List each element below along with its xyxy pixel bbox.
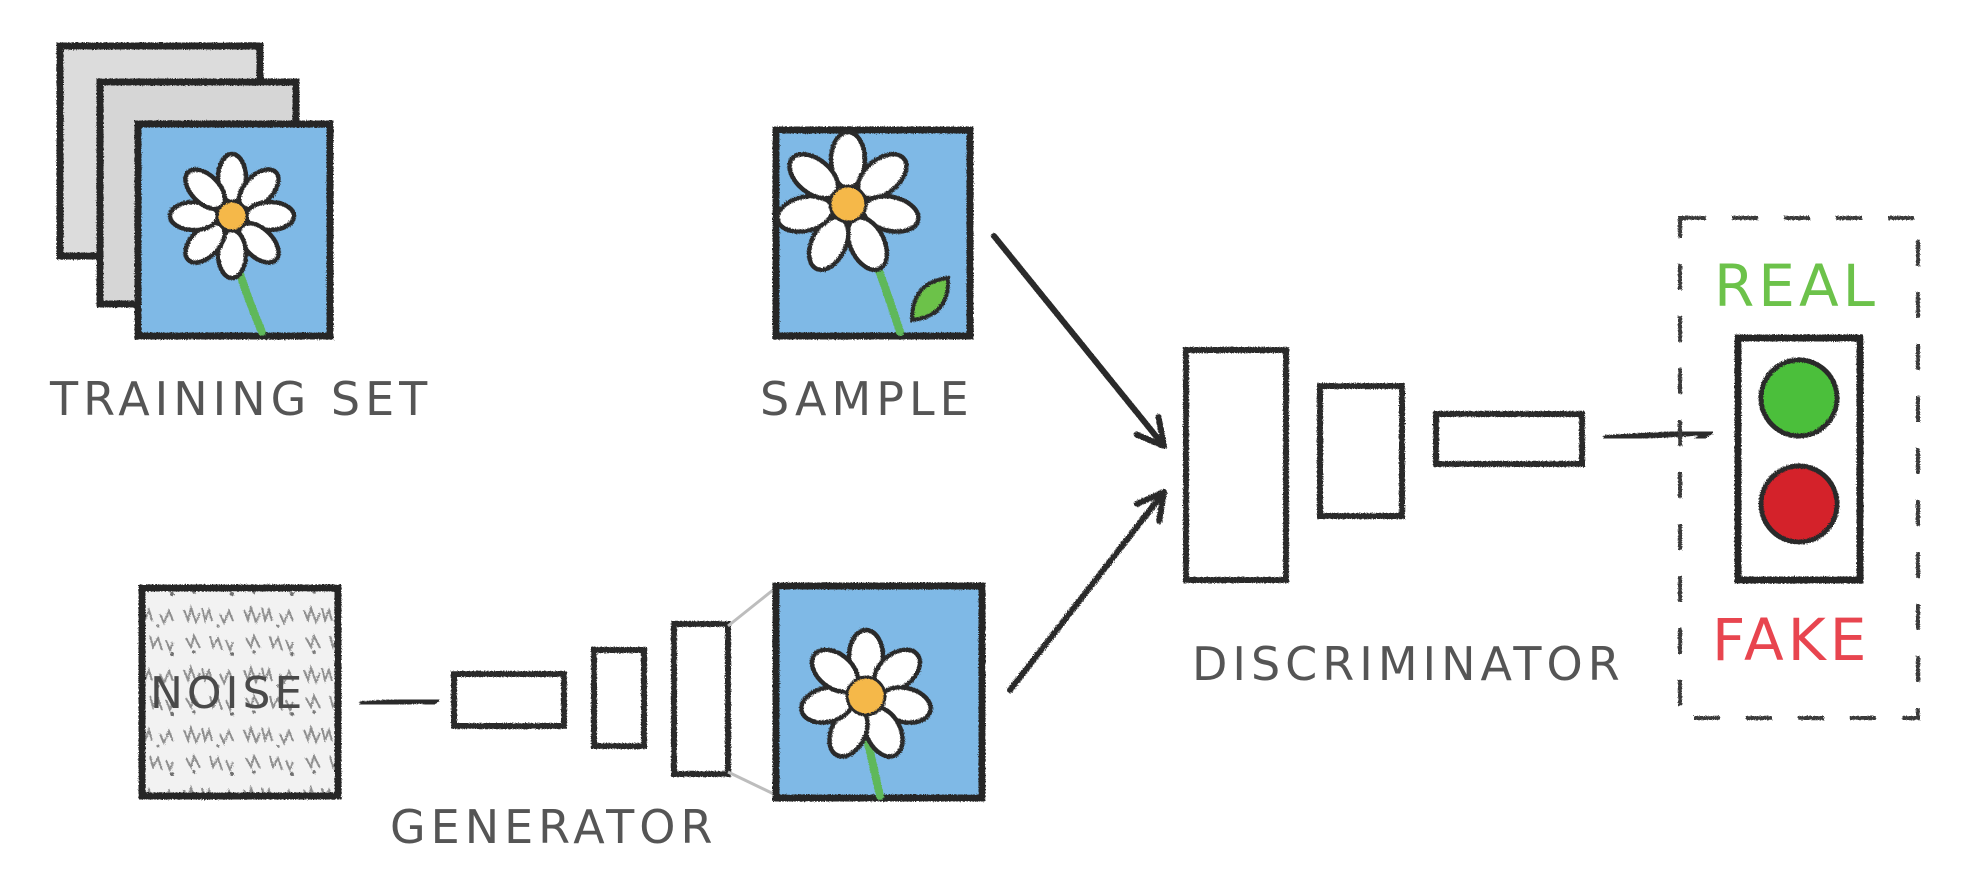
- sample-flower-icon: [775, 129, 921, 273]
- generator-layer-3: [671, 621, 731, 777]
- real-label: REAL: [1714, 252, 1879, 320]
- generated-image: [772, 582, 986, 802]
- generated-flower-icon: [799, 627, 933, 759]
- generator-network: [451, 621, 731, 777]
- green-light-icon: [1758, 357, 1840, 439]
- training-flower-image: [134, 120, 334, 340]
- generator-projection-lines: [727, 584, 779, 798]
- traffic-light: [1734, 334, 1864, 584]
- arrow-sample-to-discriminator: [991, 233, 1167, 449]
- generator-label: GENERATOR: [390, 800, 717, 854]
- arrow-noise-to-generator: [359, 684, 439, 719]
- training-flower-icon: [167, 151, 297, 281]
- noise-image: [138, 584, 342, 800]
- fake-label: FAKE: [1712, 606, 1870, 674]
- generator-layer-2: [591, 647, 647, 749]
- sample-label: SAMPLE: [760, 372, 974, 426]
- arrow-generated-to-discriminator: [1007, 489, 1167, 693]
- generator-layer-1: [451, 671, 567, 729]
- discriminator-layer-3: [1433, 411, 1585, 467]
- output-dashed-box: [1678, 216, 1920, 720]
- discriminator-layer-2: [1317, 383, 1405, 519]
- discriminator-layer-1: [1183, 347, 1289, 583]
- sample-leaf-icon: [909, 275, 951, 323]
- arrow-discriminator-to-output: [1603, 416, 1713, 451]
- discriminator-network: [1183, 347, 1585, 583]
- sample-image: [772, 126, 974, 340]
- noise-label: NOISE: [150, 668, 306, 719]
- training-set-stack: [56, 42, 334, 340]
- red-light-icon: [1758, 463, 1840, 545]
- discriminator-label: DISCRIMINATOR: [1192, 637, 1625, 691]
- training-set-label: TRAINING SET: [49, 372, 432, 426]
